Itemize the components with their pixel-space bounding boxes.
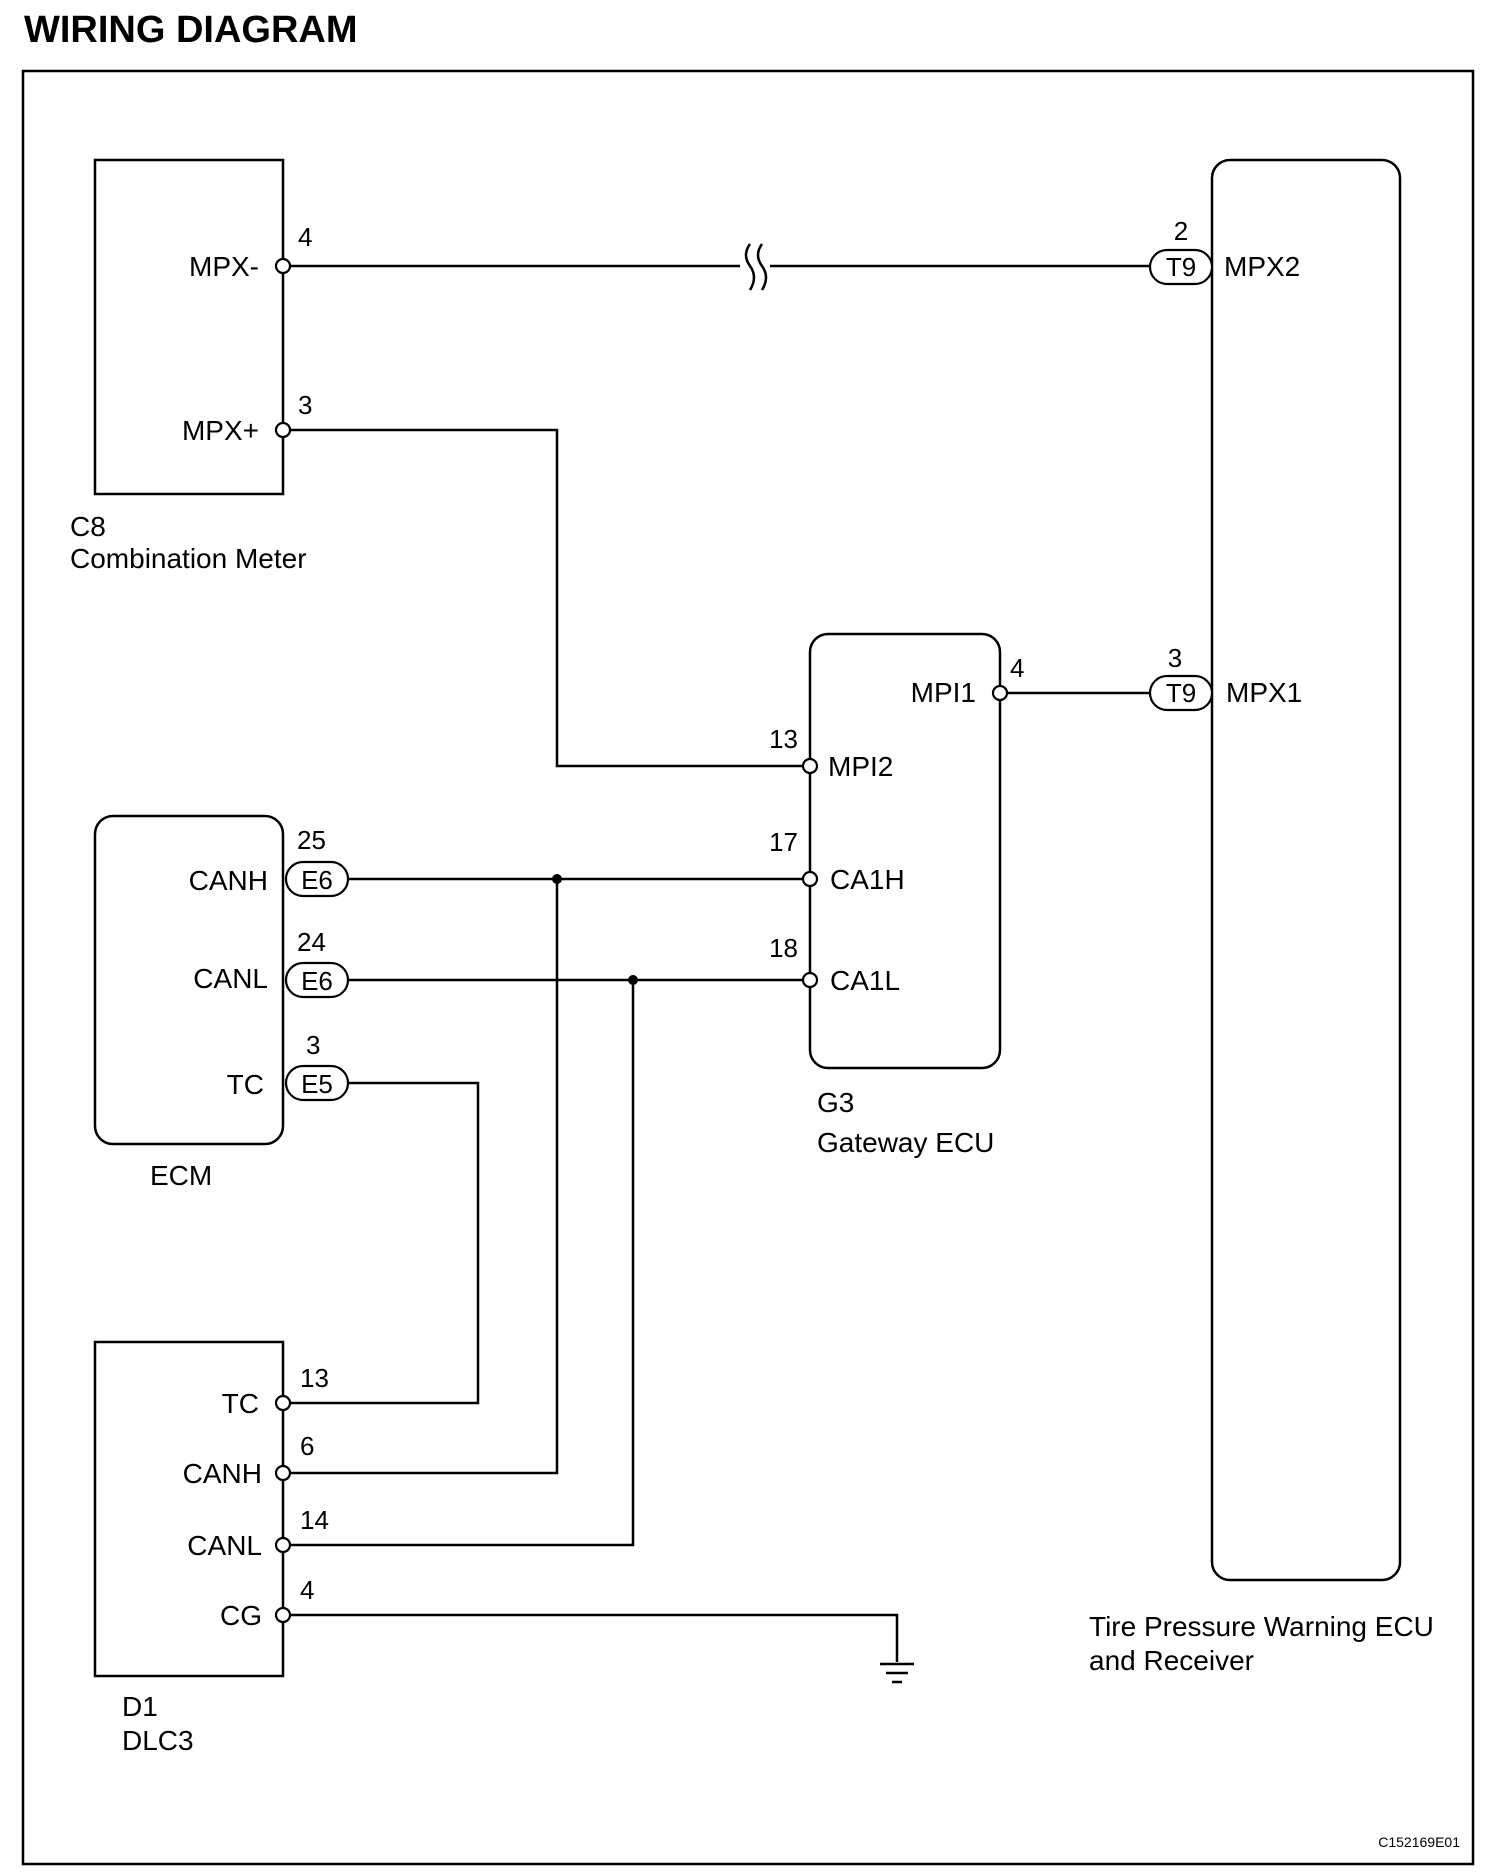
- pin-mpi1: [991, 684, 1009, 702]
- pin-label-mpi2: MPI2: [828, 751, 893, 782]
- ecm-box: [93, 814, 285, 1146]
- pin-number-ecm-tc: 3: [306, 1030, 320, 1060]
- pin-number-mpx2: 2: [1174, 216, 1188, 246]
- pin-label-mpx-plus: MPX+: [182, 415, 259, 446]
- pin-number-mpx1: 3: [1168, 643, 1182, 673]
- pin-number-dlc3-tc: 13: [300, 1363, 329, 1393]
- wire-canh-branch: [283, 879, 559, 1475]
- pin-number-dlc3-cg: 4: [300, 1575, 314, 1605]
- pin-label-ecm-canl: CANL: [193, 963, 268, 994]
- tire-pressure-ecu-name-line1: Tire Pressure Warning ECU: [1089, 1611, 1434, 1642]
- gateway-ecu: MPI1 4 MPI2 13 CA1H 17 CA1L 18 G3 Gatewa…: [769, 632, 1024, 1158]
- connector-label-e6-canh: E6: [301, 865, 333, 895]
- pin-ca1h: [801, 870, 819, 888]
- connector-e6-canh: [284, 860, 350, 898]
- pin-mpi2: [801, 757, 819, 775]
- pin-number-ecm-canh: 25: [297, 825, 326, 855]
- pin-label-mpi1: MPI1: [911, 677, 976, 708]
- pin-label-dlc3-tc: TC: [222, 1388, 259, 1419]
- pin-number-mpx-minus: 4: [298, 222, 312, 252]
- pin-label-ecm-canh: CANH: [189, 865, 268, 896]
- connector-t9-mpx1: [1148, 674, 1214, 712]
- pin-ca1l: [801, 971, 819, 989]
- pin-mpx-minus: [274, 257, 292, 275]
- pin-number-mpi2: 13: [769, 724, 798, 754]
- pin-number-mpi1: 4: [1010, 653, 1024, 683]
- wire-cg: [283, 1613, 899, 1662]
- pin-label-ecm-tc: TC: [227, 1069, 264, 1100]
- gateway-ecu-name: Gateway ECU: [817, 1127, 994, 1158]
- connector-t9-mpx2: [1148, 248, 1214, 286]
- ecm: E6 25 CANH E6 24 CANL E5 3 TC ECM: [93, 814, 350, 1191]
- wire-canl-branch: [283, 980, 635, 1547]
- tire-pressure-ecu-box: [1210, 158, 1402, 1582]
- pin-number-dlc3-canh: 6: [300, 1431, 314, 1461]
- pin-number-ecm-canl: 24: [297, 927, 326, 957]
- diagram-title: WIRING DIAGRAM: [24, 9, 358, 51]
- tire-pressure-warning-ecu: T9 2 MPX2 T9 3 MPX1 Tire Pressure Warnin…: [1089, 158, 1434, 1676]
- pin-dlc3-cg: [274, 1606, 292, 1624]
- pin-mpx-plus: [274, 421, 292, 439]
- wire-mpx-plus: [283, 428, 810, 768]
- connector-e5-tc: [284, 1064, 350, 1102]
- pin-label-dlc3-canh: CANH: [183, 1458, 262, 1489]
- pin-number-ca1l: 18: [769, 933, 798, 963]
- combination-meter: MPX- 4 MPX+ 3 C8 Combination Meter: [70, 158, 312, 574]
- ground-symbol-icon: [880, 1662, 914, 1684]
- pin-dlc3-canl: [274, 1536, 292, 1554]
- connector-label-e6-canl: E6: [301, 966, 333, 996]
- dlc3: TC 13 CANH 6 CANL 14 CG 4 D1 DLC3: [93, 1340, 329, 1756]
- pin-label-mpx-minus: MPX-: [189, 251, 259, 282]
- connector-label-t9-mpx1: T9: [1166, 678, 1196, 708]
- pin-dlc3-canh: [274, 1464, 292, 1482]
- connector-label-e5-tc: E5: [301, 1069, 333, 1099]
- pin-number-ca1h: 17: [769, 827, 798, 857]
- dlc3-box: [93, 1340, 285, 1678]
- wire-break-icon: [741, 240, 769, 292]
- pin-label-dlc3-canl: CANL: [187, 1530, 262, 1561]
- reference-code: C152169E01: [1378, 1834, 1460, 1850]
- ecm-name: ECM: [150, 1160, 212, 1191]
- pin-label-ca1l: CA1L: [830, 965, 900, 996]
- pin-label-dlc3-cg: CG: [220, 1600, 262, 1631]
- diagram-frame: [21, 69, 1475, 1866]
- dlc3-name: DLC3: [122, 1725, 194, 1756]
- gateway-ecu-box: [808, 632, 1002, 1070]
- tire-pressure-ecu-name-line2: and Receiver: [1089, 1645, 1254, 1676]
- connector-e6-canl: [284, 961, 350, 999]
- pin-number-mpx-plus: 3: [298, 390, 312, 420]
- wire-tc: [283, 1081, 480, 1405]
- combination-meter-code: C8: [70, 511, 106, 542]
- pin-number-dlc3-canl: 14: [300, 1505, 329, 1535]
- pin-label-mpx2: MPX2: [1224, 251, 1300, 282]
- dlc3-code: D1: [122, 1691, 158, 1722]
- splice-dot-canh: [552, 874, 562, 884]
- connector-label-t9-mpx2: T9: [1166, 252, 1196, 282]
- pin-dlc3-tc: [274, 1394, 292, 1412]
- combination-meter-name: Combination Meter: [70, 543, 307, 574]
- gateway-ecu-code: G3: [817, 1087, 854, 1118]
- combination-meter-box: [93, 158, 285, 496]
- splice-dot-canl: [628, 975, 638, 985]
- wires: [283, 264, 1150, 1662]
- pin-label-mpx1: MPX1: [1226, 677, 1302, 708]
- pin-label-ca1h: CA1H: [830, 864, 905, 895]
